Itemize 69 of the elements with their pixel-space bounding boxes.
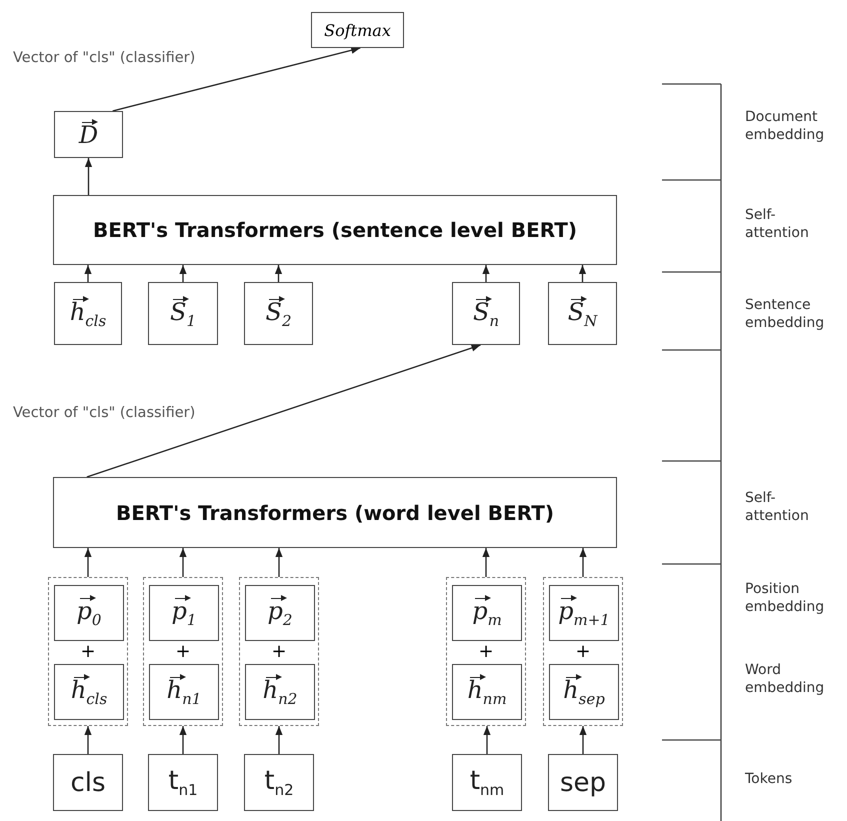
arrow xyxy=(482,548,490,577)
box-title: BERT's Transformers (word level BERT) xyxy=(116,500,554,524)
word-vector-box xyxy=(549,664,619,720)
word-vector-box xyxy=(54,664,124,720)
vector-box xyxy=(148,282,218,345)
box-title: BERT's Transformers (sentence level BERT) xyxy=(92,218,578,242)
layer-label: Sentence embedding xyxy=(745,296,826,332)
arrow xyxy=(579,548,587,577)
arrow xyxy=(274,265,282,282)
token-box xyxy=(244,754,314,811)
plus-sign: + xyxy=(270,642,288,662)
arrow xyxy=(578,265,586,282)
vector-box xyxy=(452,282,520,345)
position-vector-box xyxy=(54,585,124,641)
token-label: t$_{nm}$ xyxy=(470,766,504,800)
layer-label: Word embedding xyxy=(745,661,826,697)
layer-label: Self-attention xyxy=(745,206,807,242)
token-label: t$_{n1}$ xyxy=(168,766,198,800)
position-vector-box xyxy=(452,585,522,641)
arrow xyxy=(483,726,491,754)
plus-sign: + xyxy=(574,642,592,662)
token-label: t$_{n2}$ xyxy=(264,766,294,800)
arrow xyxy=(179,548,187,577)
edge-label: Vector of "cls" (classifier) xyxy=(12,50,196,66)
embedding-group xyxy=(143,577,223,726)
vector-box xyxy=(244,282,313,345)
vector-box xyxy=(54,282,122,345)
layer-label: Position embedding xyxy=(745,580,826,616)
arrow xyxy=(86,344,481,478)
word-vector-box xyxy=(245,664,315,720)
arrow xyxy=(84,265,92,282)
embedding-group xyxy=(446,577,526,726)
embedding-group xyxy=(543,577,623,726)
layer-label: Tokens xyxy=(745,770,794,788)
transformer-box xyxy=(53,477,617,548)
vector-box xyxy=(548,282,617,345)
token-box xyxy=(53,754,123,811)
arrow xyxy=(482,265,490,282)
arrow xyxy=(579,726,587,754)
arrow xyxy=(275,726,283,754)
embedding-group xyxy=(48,577,128,726)
arrow xyxy=(112,46,360,112)
transformer-box xyxy=(53,195,617,265)
arrow xyxy=(179,726,187,754)
arrow xyxy=(179,265,187,282)
embedding-group xyxy=(239,577,319,726)
word-vector-box xyxy=(149,664,219,720)
position-vector-box xyxy=(149,585,219,641)
arrow xyxy=(84,158,92,195)
token-box xyxy=(148,754,218,811)
word-vector-box xyxy=(452,664,522,720)
plus-sign: + xyxy=(79,642,97,662)
layer-label: Self-attention xyxy=(745,489,807,525)
position-vector-box xyxy=(549,585,619,641)
plus-sign: + xyxy=(477,642,495,662)
arrow xyxy=(84,726,92,754)
vector-box xyxy=(54,111,123,158)
token-box xyxy=(548,754,618,811)
token-label: sep xyxy=(560,768,606,798)
token-box xyxy=(452,754,522,811)
softmax-box xyxy=(311,12,404,48)
token-label: cls xyxy=(70,768,106,798)
arrow xyxy=(275,548,283,577)
layer-label: Document embedding xyxy=(745,108,826,144)
edge-label: Vector of "cls" (classifier) xyxy=(12,405,196,421)
math-symbol: Softmax xyxy=(324,20,391,40)
position-vector-box xyxy=(245,585,315,641)
plus-sign: + xyxy=(174,642,192,662)
arrow xyxy=(84,548,92,577)
